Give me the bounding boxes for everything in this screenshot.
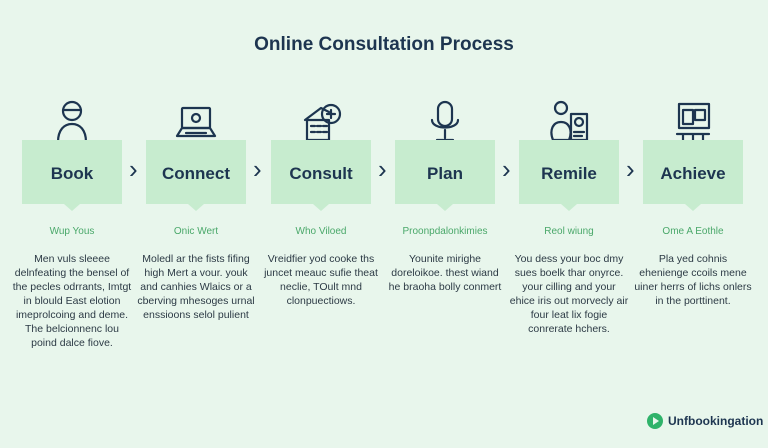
- step-subtitle: Onic Wert: [173, 226, 219, 237]
- chevron-right-icon: ›: [378, 154, 387, 184]
- person-icon: [56, 100, 88, 144]
- logo-text: Unfbookingation: [668, 414, 764, 428]
- step-subtitle: Wup Yous: [49, 226, 95, 237]
- step-label: Remile: [541, 164, 597, 183]
- step-label: Connect: [162, 164, 230, 183]
- brand-logo: Unfbookingation: [646, 412, 763, 430]
- step-box: Achieve: [643, 140, 743, 211]
- step-description: Moledl ar the fists fifing high Mert a v…: [137, 253, 255, 321]
- chevron-right-icon: ›: [253, 154, 262, 184]
- step-box: Connect: [146, 140, 246, 211]
- laptop-icon: [175, 106, 217, 138]
- step-subtitle: Ome A Eothle: [662, 226, 724, 237]
- step-description: Vreidfier yod cooke ths juncet meauc suf…: [264, 253, 378, 307]
- page-title: Online Consultation Process: [254, 34, 514, 55]
- step-description: You dess your boc dmy sues boelk thar on…: [509, 253, 629, 335]
- monitor-icon: [675, 102, 711, 142]
- step-box: Book: [22, 140, 122, 211]
- step-label: Book: [50, 164, 94, 183]
- step-description: Men vuls sleeee delnfeating the bensel o…: [12, 253, 132, 349]
- doctor-card-icon: [550, 100, 589, 142]
- chevron-right-icon: ›: [626, 154, 635, 184]
- step-subtitle: Who Viloed: [295, 226, 347, 237]
- step-description: Pla yed cohnis ehenienge ccoils mene uin…: [634, 253, 752, 307]
- step-label: Achieve: [660, 164, 726, 183]
- step-box: Remile: [519, 140, 619, 211]
- step-box: Consult: [271, 140, 371, 211]
- microphone-icon: [430, 100, 460, 142]
- step-label: Consult: [289, 164, 353, 183]
- step-label: Plan: [427, 164, 463, 183]
- step-subtitle: Proonpdalonkimies: [402, 226, 488, 237]
- step-subtitle: Reol wiung: [544, 226, 594, 237]
- step-description: Younite mirighe doreloikoe. thest wiand …: [388, 253, 502, 293]
- step-box: Plan: [395, 140, 495, 211]
- chevron-right-icon: ›: [129, 154, 138, 184]
- logo-icon: [647, 413, 663, 429]
- chevron-right-icon: ›: [502, 154, 511, 184]
- clinic-icon: [303, 103, 342, 142]
